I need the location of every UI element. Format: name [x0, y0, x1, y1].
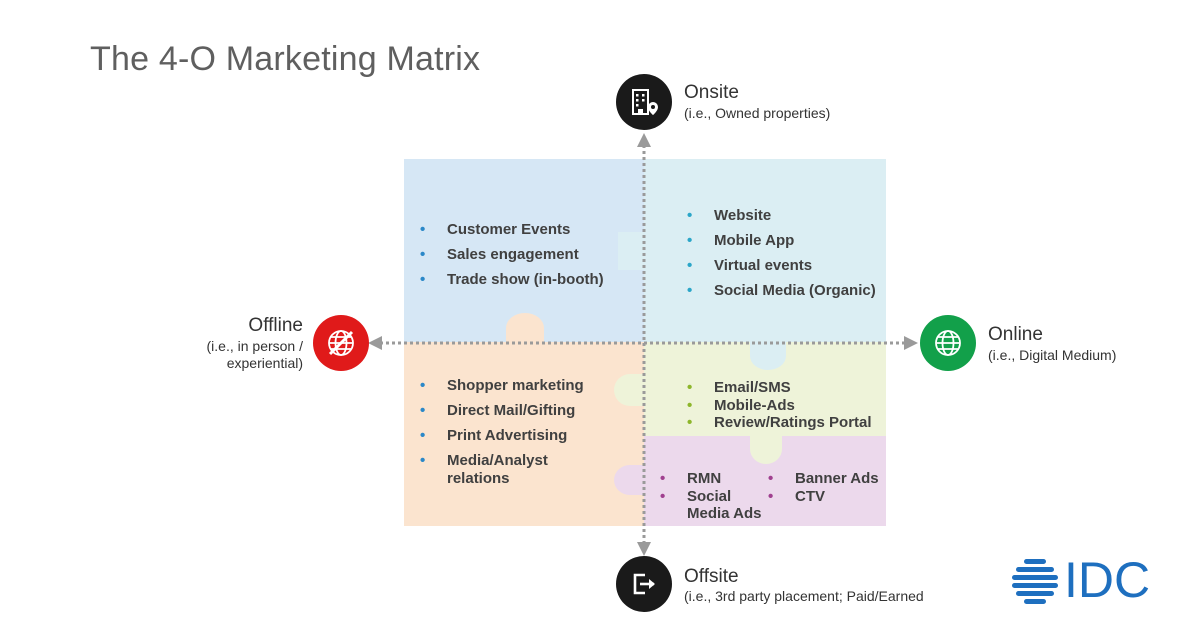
- quadrant-onsite-offline: [404, 159, 644, 342]
- online-label: Online: [988, 324, 1043, 345]
- list-item: •Social Media (Organic): [687, 282, 876, 299]
- puzzle-knob: [614, 374, 646, 406]
- list-item: •Sales engagement: [420, 246, 579, 263]
- list-item: •Trade show (in-booth): [420, 271, 604, 288]
- puzzle-knob: [750, 342, 786, 370]
- offsite-sublabel: (i.e., 3rd party placement; Paid/Earned: [684, 588, 924, 604]
- list-item: •Mobile-Ads: [687, 396, 795, 414]
- puzzle-knob: [618, 232, 670, 270]
- list-item: •Website: [687, 207, 772, 224]
- building-pin-icon: [632, 89, 658, 115]
- list-item: •Shopper marketing: [420, 377, 584, 394]
- list-item: •Banner Ads: [768, 470, 879, 487]
- idc-globe-icon: [1012, 559, 1058, 604]
- quadrant-onsite-online: [644, 159, 886, 342]
- list-offsite-offline: •Shopper marketing •Direct Mail/Gifting …: [420, 373, 584, 488]
- offline-circle: [313, 315, 369, 371]
- list-item: •RMN: [660, 470, 722, 487]
- exit-arrow-icon: [633, 573, 655, 595]
- online-sublabel: (i.e., Digital Medium): [988, 347, 1117, 363]
- list-item: •Email/SMS: [687, 379, 791, 396]
- puzzle-knob: [750, 434, 782, 464]
- onsite-label: Onsite: [684, 82, 739, 103]
- list-offsite-paid-col2: •Banner Ads •CTV: [768, 470, 879, 505]
- list-item: •Mobile App: [687, 232, 795, 249]
- offline-sublabel-2: experiential): [226, 355, 303, 371]
- page-title: The 4-O Marketing Matrix: [90, 40, 481, 78]
- onsite-sublabel: (i.e., Owned properties): [684, 105, 831, 121]
- idc-logo-text: IDC: [1064, 552, 1151, 608]
- puzzle-knob: [614, 465, 646, 495]
- offline-sublabel-1: (i.e., in person /: [206, 338, 304, 354]
- idc-logo: IDC: [1010, 552, 1170, 608]
- offline-label: Offline: [248, 315, 303, 336]
- globe-icon: [935, 330, 961, 356]
- online-circle: [920, 315, 976, 371]
- list-online-digital: •Email/SMS •Mobile-Ads •Review/Ratings P…: [687, 379, 872, 432]
- puzzle-knob: [506, 313, 544, 343]
- offsite-label: Offsite: [684, 566, 739, 587]
- globe-crossed-icon: [328, 330, 354, 356]
- list-onsite-offline: •Customer Events •Sales engagement •Trad…: [420, 217, 604, 292]
- onsite-circle: [616, 74, 672, 130]
- list-item: •Customer Events: [420, 221, 571, 238]
- offsite-circle: [616, 556, 672, 612]
- list-item: •Print Advertising: [420, 427, 568, 444]
- quadrant-offsite-offline: [404, 342, 644, 526]
- list-item: •Direct Mail/Gifting: [420, 402, 576, 419]
- list-onsite-online: •Website •Mobile App •Virtual events •So…: [687, 203, 876, 303]
- list-item: •Virtual events: [687, 257, 813, 274]
- list-item: •CTV: [768, 487, 825, 505]
- list-item: •Review/Ratings Portal: [687, 414, 872, 431]
